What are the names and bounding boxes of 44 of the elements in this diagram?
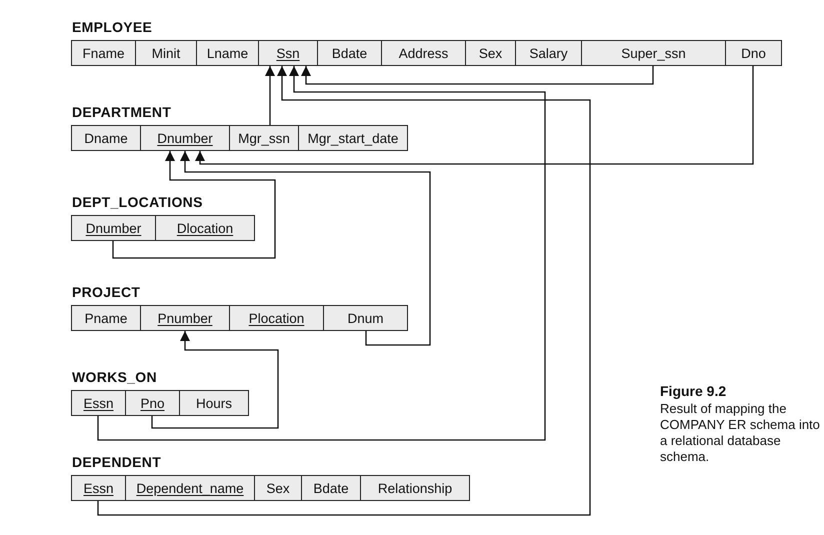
attribute-cell: Relationship bbox=[360, 475, 470, 501]
attribute-cell: Dname bbox=[71, 125, 141, 151]
foreign-key-arrow bbox=[97, 66, 591, 516]
attribute-cell: Lname bbox=[196, 40, 259, 66]
attribute-cell: Fname bbox=[71, 40, 136, 66]
attribute-cell: Dnum bbox=[323, 305, 408, 331]
table-name: DEPARTMENT bbox=[72, 103, 172, 122]
attribute-cell: Sex bbox=[254, 475, 302, 501]
foreign-key-arrow bbox=[151, 331, 279, 429]
foreign-key-arrow bbox=[265, 66, 275, 125]
figure-number: Figure 9.2 bbox=[660, 383, 726, 399]
foreign-key-arrow bbox=[195, 66, 754, 165]
attribute-cell: Mgr_ssn bbox=[229, 125, 299, 151]
key-attribute-cell: Pnumber bbox=[140, 305, 230, 331]
table-name: PROJECT bbox=[72, 283, 142, 302]
key-attribute-cell: Essn bbox=[71, 390, 126, 416]
attribute-cell: Dno bbox=[725, 40, 782, 66]
key-attribute-cell: Plocation bbox=[229, 305, 324, 331]
attribute-cell: Minit bbox=[135, 40, 197, 66]
table-name: EMPLOYEE bbox=[72, 18, 154, 37]
key-attribute-cell: Dependent_name bbox=[125, 475, 255, 501]
table-name: DEPENDENT bbox=[72, 453, 162, 472]
attribute-cell: Sex bbox=[465, 40, 516, 66]
key-attribute-cell: Dnumber bbox=[140, 125, 230, 151]
attribute-cell: Pname bbox=[71, 305, 141, 331]
attribute-cell: Bdate bbox=[301, 475, 361, 501]
foreign-key-arrow bbox=[301, 66, 654, 85]
table-name: WORKS_ON bbox=[72, 368, 158, 387]
caption: Result of mapping the COMPANY ER schema into a relational database schema. bbox=[660, 401, 821, 465]
foreign-key-arrow bbox=[97, 66, 546, 441]
attribute-cell: Salary bbox=[515, 40, 582, 66]
attribute-cell: Bdate bbox=[317, 40, 382, 66]
key-attribute-cell: Essn bbox=[71, 475, 126, 501]
foreign-key-arrow bbox=[112, 151, 276, 259]
key-attribute-cell: Dlocation bbox=[155, 215, 255, 241]
key-attribute-cell: Pno bbox=[125, 390, 180, 416]
table-name: DEPT_LOCATIONS bbox=[72, 193, 204, 212]
attribute-cell: Super_ssn bbox=[581, 40, 726, 66]
key-attribute-cell: Ssn bbox=[258, 40, 318, 66]
attribute-cell: Hours bbox=[179, 390, 249, 416]
key-attribute-cell: Dnumber bbox=[71, 215, 156, 241]
foreign-key-arrow bbox=[180, 151, 431, 346]
attribute-cell: Mgr_start_date bbox=[298, 125, 408, 151]
attribute-cell: Address bbox=[381, 40, 466, 66]
